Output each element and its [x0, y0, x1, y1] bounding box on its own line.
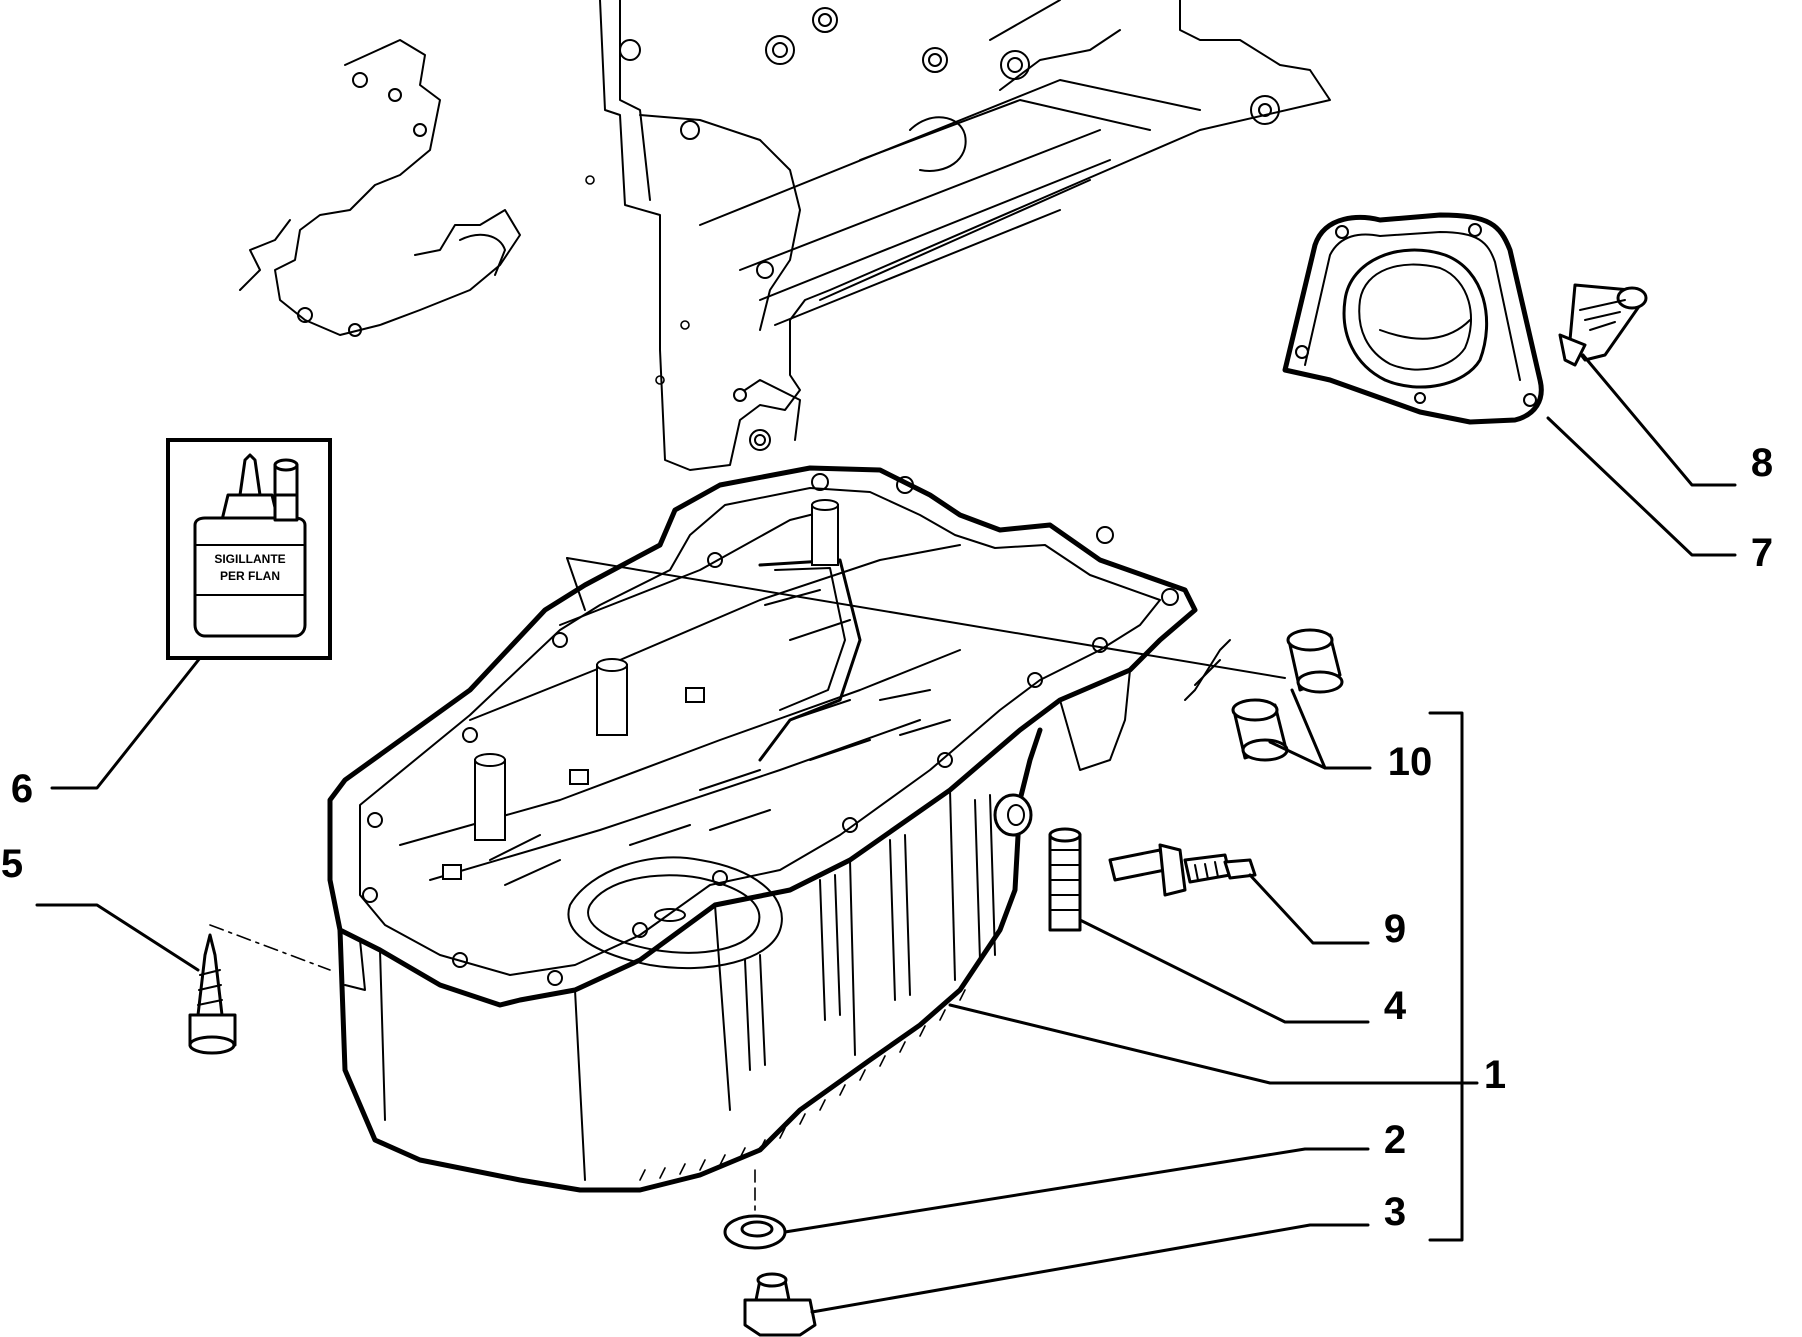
callout-5: 5	[1, 842, 23, 886]
callout-6: 6	[11, 767, 33, 811]
drain-plug-part-3	[743, 1272, 817, 1337]
dowel-bushings	[1184, 628, 1344, 762]
callout-7: 7	[1751, 531, 1773, 575]
callout-1: 1	[1484, 1053, 1506, 1097]
leader-lines	[35, 353, 1737, 1314]
callout-9: 9	[1384, 907, 1406, 951]
bolt-part-5	[188, 924, 331, 1055]
sealant-label-line2: PER FLAN	[220, 569, 280, 583]
bolt-part-8	[1558, 283, 1648, 367]
oil-pan	[327, 465, 1198, 1193]
stud-part-4	[1048, 827, 1082, 932]
stud-part-9	[1108, 843, 1257, 897]
rear-seal-cover	[1282, 212, 1544, 425]
callout-3: 3	[1384, 1190, 1406, 1234]
callouts: 6 5 8 7 10 9 4 1 2 3	[1, 441, 1773, 1234]
callout-2: 2	[1384, 1118, 1406, 1162]
sealant-label-line1: SIGILLANTE	[214, 552, 285, 566]
sealant-box: SIGILLANTE PER FLAN	[166, 438, 332, 660]
callout-4: 4	[1384, 984, 1407, 1028]
callout-8: 8	[1751, 441, 1773, 485]
callout-10: 10	[1388, 740, 1433, 784]
drain-washer-part-2	[723, 1169, 787, 1250]
engine-block	[239, 0, 1331, 471]
